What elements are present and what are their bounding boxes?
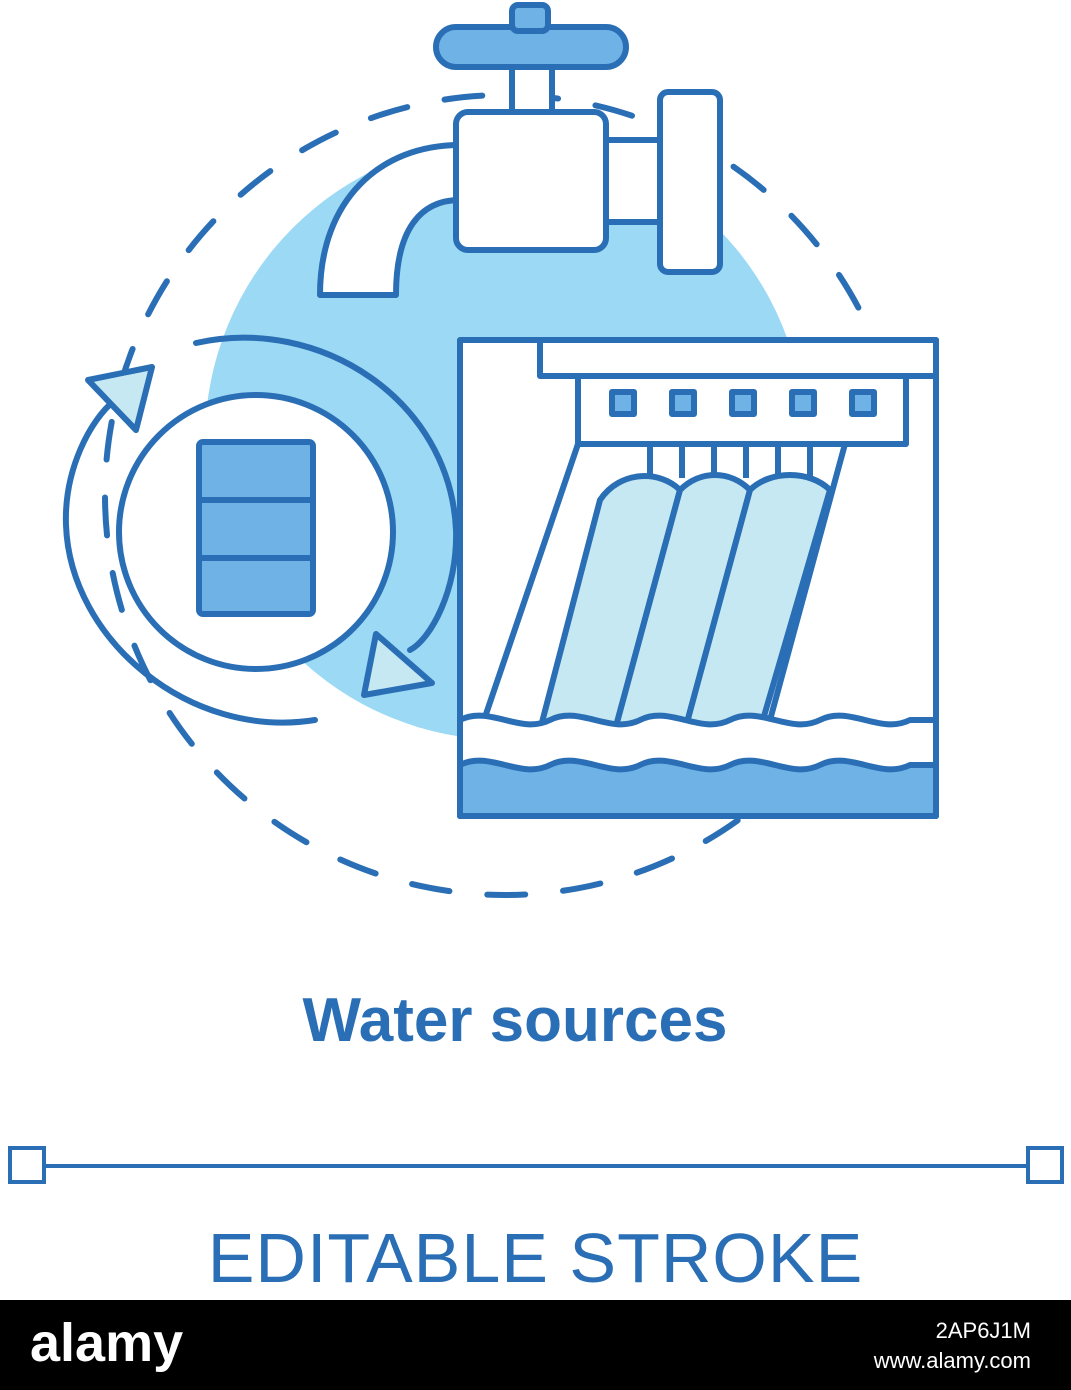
right-anchor-square [1026, 1146, 1064, 1184]
hydro-dam-icon [457, 337, 939, 819]
alamy-logo: alamy [30, 1313, 184, 1373]
image-id: 2AP6J1M [935, 1318, 1031, 1343]
caption-title: Water sources [302, 986, 728, 1055]
site-url: www.alamy.com [873, 1348, 1031, 1373]
oil-barrel-icon [196, 439, 316, 617]
left-anchor-square [8, 1146, 46, 1184]
editable-stroke-line [8, 1146, 1064, 1184]
editable-stroke-label: EDITABLE STROKE [207, 1219, 864, 1297]
image-meta: 2AP6J1M www.alamy.com [874, 1316, 1031, 1376]
water-tap-icon [317, 2, 723, 298]
footer-bar: alamy 2AP6J1M www.alamy.com [0, 1300, 1071, 1390]
water-sources-illustration [62, 2, 939, 898]
